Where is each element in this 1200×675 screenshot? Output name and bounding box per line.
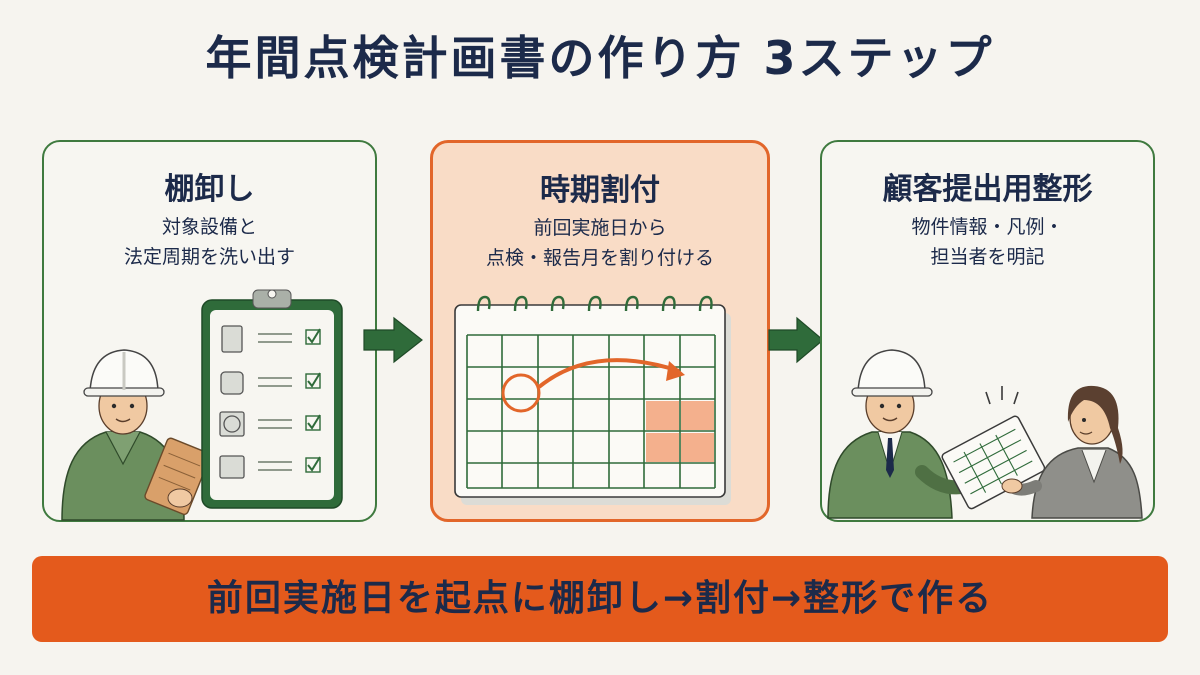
step-title: 顧客提出用整形 <box>882 172 1093 207</box>
step-description-line: 法定周期を洗い出す <box>123 246 295 268</box>
handover-icon <box>827 349 1143 519</box>
step-description-line: 担当者を明記 <box>930 246 1045 268</box>
step-description: 物件情報・凡例・ 担当者を明記 <box>822 212 1153 272</box>
worker-with-clipboard-icon <box>61 289 343 521</box>
summary-text: 前回実施日を起点に棚卸し→割付→整形で作る <box>206 578 994 619</box>
step-card-scheduling: 時期割付 前回実施日から 点検・報告月を割り付ける <box>430 140 770 522</box>
step-description: 前回実施日から 点検・報告月を割り付ける <box>433 213 767 273</box>
step-description: 対象設備と 法定周期を洗い出す <box>44 212 375 272</box>
green-arrow-icon <box>363 316 423 364</box>
step-card-inventory: 棚卸し 対象設備と 法定周期を洗い出す <box>42 140 377 522</box>
step-card-formatting: 顧客提出用整形 物件情報・凡例・ 担当者を明記 <box>820 140 1155 522</box>
step-title: 時期割付 <box>540 173 660 208</box>
step-description-line: 点検・報告月を割り付ける <box>485 247 714 269</box>
green-arrow-icon <box>768 316 824 364</box>
calendar-icon <box>454 295 731 505</box>
page-title: 年間点検計画書の作り方 3ステップ <box>205 31 995 85</box>
step-description-line: 物件情報・凡例・ <box>911 216 1064 238</box>
step-title: 棚卸し <box>164 172 255 207</box>
step-description-line: 前回実施日から <box>533 217 667 239</box>
step-description-line: 対象設備と <box>161 216 257 238</box>
summary-banner: 前回実施日を起点に棚卸し→割付→整形で作る <box>32 556 1168 642</box>
